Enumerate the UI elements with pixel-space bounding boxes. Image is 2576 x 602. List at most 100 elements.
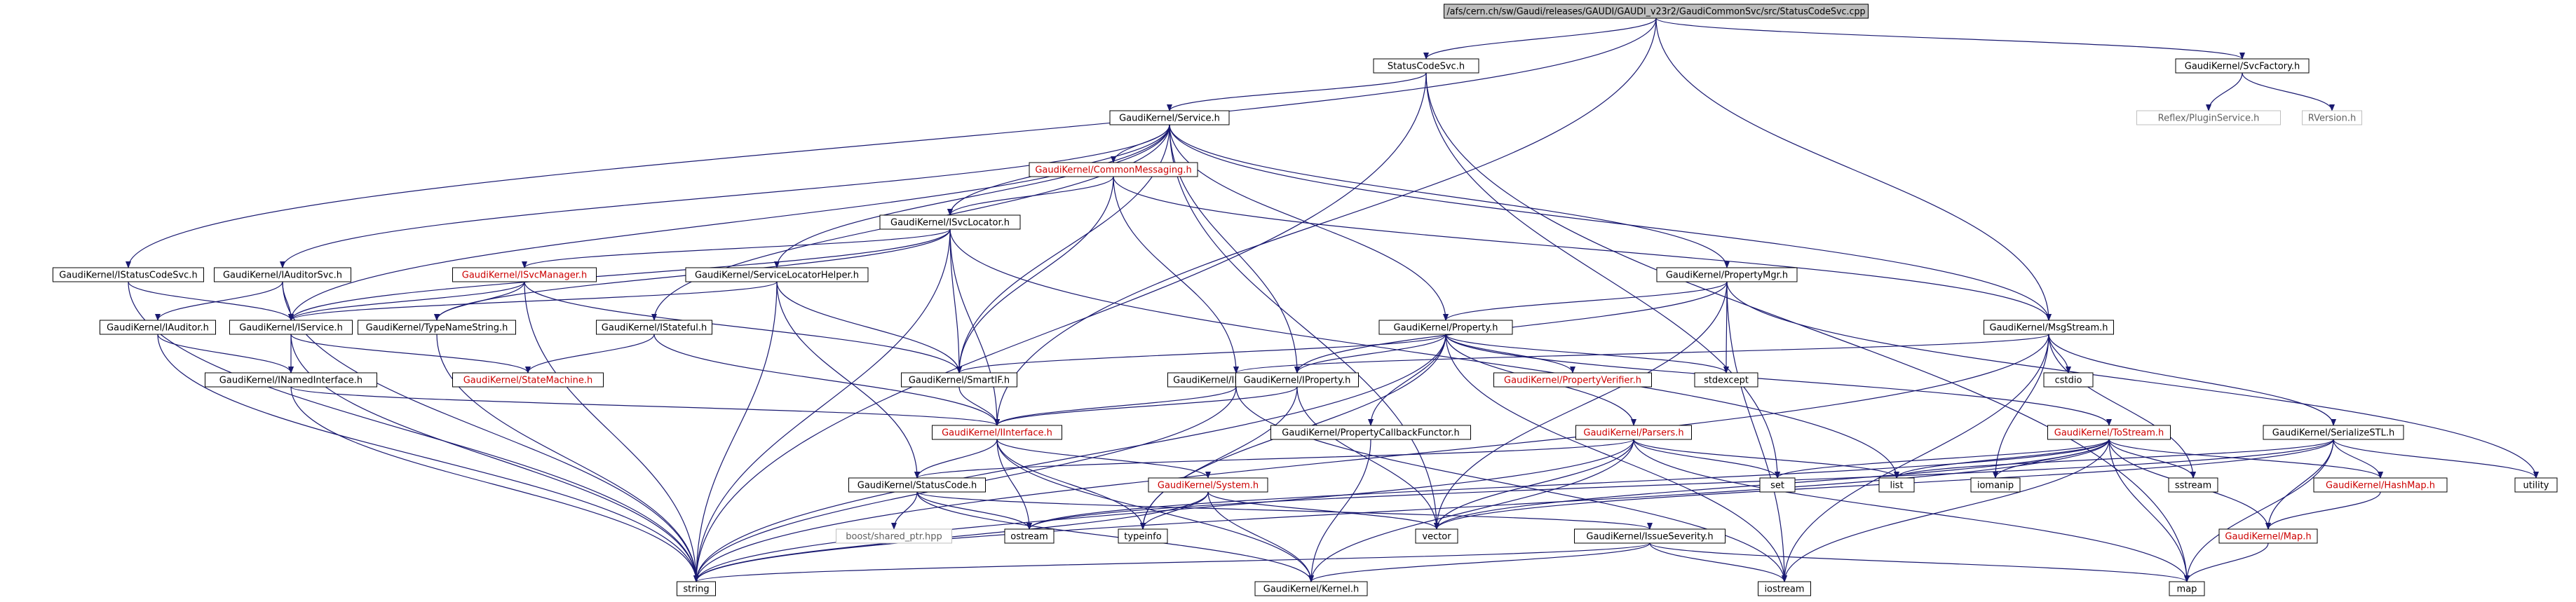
node-isvclocator[interactable]: GaudiKernel/ISvcLocator.h: [879, 214, 1021, 230]
node-label: GaudiKernel/MsgStream.h: [1989, 323, 2108, 334]
edge-statuscode-to-ostream: [916, 491, 1032, 530]
node-label: set: [1770, 481, 1784, 491]
node-label: GaudiKernel/ISvcLocator.h: [890, 218, 1010, 228]
node-box: [2168, 477, 2218, 493]
edge-service-to-iauditorsvc: [280, 124, 1170, 268]
node-commonmessaging[interactable]: GaudiKernel/CommonMessaging.h: [1029, 162, 1198, 177]
node-string[interactable]: string: [677, 581, 716, 596]
edge-statuscodesvc-to-map: [1425, 72, 2190, 582]
node-inamedinterface[interactable]: GaudiKernel/INamedInterface.h: [205, 372, 377, 388]
edge-statuscode-to-boostshared: [891, 491, 918, 530]
edge-statuscodesvc-to-string: [693, 72, 1427, 582]
node-statuscode[interactable]: GaudiKernel/StatusCode.h: [848, 477, 986, 493]
node-hashmap[interactable]: GaudiKernel/HashMap.h: [2313, 477, 2448, 493]
node-statemachine[interactable]: GaudiKernel/StateMachine.h: [452, 372, 604, 388]
edge-msgstream-to-string: [693, 334, 2049, 582]
node-typenamestring[interactable]: GaudiKernel/TypeNameString.h: [358, 320, 516, 335]
node-issueseverity[interactable]: GaudiKernel/IssueSeverity.h: [1574, 528, 1726, 544]
node-iproperty[interactable]: GaudiKernel/IProperty.h: [1235, 372, 1359, 388]
node-statuscodesvc[interactable]: StatusCodeSvc.h: [1373, 58, 1479, 74]
node-label: GaudiKernel/ISvcManager.h: [462, 271, 587, 281]
edge-serializestl-to-map: [2184, 439, 2334, 582]
node-iostream[interactable]: iostream: [1758, 581, 1811, 596]
node-kernel[interactable]: GaudiKernel/Kernel.h: [1254, 581, 1368, 596]
node-istateful[interactable]: GaudiKernel/IStateful.h: [596, 320, 712, 335]
edge-imessagesvc-to-iostream: [1235, 386, 1787, 582]
node-rversion[interactable]: RVersion.h: [2302, 110, 2362, 125]
edge-iinterface-to-ostream: [996, 439, 1032, 530]
node-property[interactable]: GaudiKernel/Property.h: [1378, 320, 1513, 335]
node-label: GaudiKernel/CommonMessaging.h: [1035, 165, 1191, 176]
edge-typenamestring-to-string: [436, 334, 699, 582]
node-list[interactable]: list: [1878, 477, 1915, 493]
edge-statuscode-to-kernel: [916, 491, 1314, 582]
node-propcallback[interactable]: GaudiKernel/PropertyCallbackFunctor.h: [1270, 425, 1471, 440]
node-set[interactable]: set: [1759, 477, 1796, 493]
edge-service-to-msgstream: [1169, 124, 2052, 321]
node-gkmap[interactable]: GaudiKernel/Map.h: [2218, 528, 2318, 544]
node-box: [2514, 477, 2558, 493]
edge-tostream-to-set: [1775, 439, 2110, 479]
node-iauditorsvc[interactable]: GaudiKernel/IAuditorSvc.h: [214, 267, 351, 282]
node-map[interactable]: map: [2169, 581, 2205, 596]
edge-msgstream-to-serializestl: [2048, 334, 2336, 426]
edge-inamedinterface-to-string: [290, 386, 699, 582]
node-label: GaudiKernel/Parsers.h: [1583, 428, 1683, 439]
edge-issueseverity-to-iostream: [1649, 542, 1787, 582]
node-ostream[interactable]: ostream: [1004, 528, 1055, 544]
edge-property-to-propcallback: [1368, 334, 1446, 426]
node-label: GaudiKernel/ToStream.h: [2054, 428, 2164, 439]
node-stdexcept[interactable]: stdexcept: [1694, 372, 1758, 388]
node-serializestl[interactable]: GaudiKernel/SerializeSTL.h: [2263, 425, 2404, 440]
node-system[interactable]: GaudiKernel/System.h: [1148, 477, 1268, 493]
edge-msgstream-to-iostream: [1782, 334, 2049, 582]
edge-serializestl-to-ostream: [1026, 439, 2334, 530]
node-box: [1575, 425, 1692, 440]
node-svcfactory[interactable]: GaudiKernel/SvcFactory.h: [2175, 58, 2310, 74]
node-parsers[interactable]: GaudiKernel/Parsers.h: [1575, 425, 1692, 440]
node-label: stdexcept: [1704, 376, 1749, 386]
node-propertyverifier[interactable]: GaudiKernel/PropertyVerifier.h: [1493, 372, 1652, 388]
edge-isvcmanager-to-typenamestring: [434, 281, 525, 321]
node-label: GaudiKernel/HashMap.h: [2326, 481, 2435, 491]
node-sstream[interactable]: sstream: [2168, 477, 2218, 493]
node-servicelocatorhelper[interactable]: GaudiKernel/ServiceLocatorHelper.h: [685, 267, 869, 282]
node-label: /afs/cern.ch/sw/Gaudi/releases/GAUDI/GAU…: [1447, 7, 1866, 18]
node-typeinfo[interactable]: typeinfo: [1118, 528, 1168, 544]
node-box: [1148, 477, 1268, 493]
node-utility[interactable]: utility: [2514, 477, 2558, 493]
edge-iinterface-to-statuscode: [914, 439, 998, 479]
edge-servicelocatorhelper-to-statuscode: [776, 281, 920, 479]
node-msgstream[interactable]: GaudiKernel/MsgStream.h: [1984, 320, 2114, 335]
edge-service-to-property: [1169, 124, 1449, 321]
edge-imessagesvc-to-iinterface: [994, 386, 1237, 426]
node-box: [2047, 425, 2171, 440]
node-root[interactable]: /afs/cern.ch/sw/Gaudi/releases/GAUDI/GAU…: [1444, 4, 1869, 19]
node-istatuscodesvc[interactable]: GaudiKernel/IStatusCodeSvc.h: [53, 267, 204, 282]
node-reflex[interactable]: Reflex/PluginService.h: [2136, 110, 2281, 125]
node-label: GaudiKernel/IAuditor.h: [107, 323, 209, 334]
node-isvcmanager[interactable]: GaudiKernel/ISvcManager.h: [452, 267, 597, 282]
node-box: [1254, 581, 1368, 596]
edge-iauditorsvc-to-iauditor: [155, 281, 283, 321]
node-iinterface[interactable]: GaudiKernel/IInterface.h: [932, 425, 1062, 440]
node-tostream[interactable]: GaudiKernel/ToStream.h: [2047, 425, 2171, 440]
node-iomanip[interactable]: iomanip: [1970, 477, 2021, 493]
node-iservice[interactable]: GaudiKernel/IService.h: [229, 320, 353, 335]
node-iauditor[interactable]: GaudiKernel/IAuditor.h: [100, 320, 216, 335]
node-cstdio[interactable]: cstdio: [2043, 372, 2094, 388]
edge-svcfactory-to-reflex: [2206, 72, 2243, 111]
node-vector[interactable]: vector: [1415, 528, 1458, 544]
edge-issueseverity-to-kernel: [1308, 542, 1650, 582]
node-boostshared[interactable]: boost/shared_ptr.hpp: [836, 528, 952, 544]
edge-property-to-propertyverifier: [1445, 334, 1575, 374]
node-propertymgr[interactable]: GaudiKernel/PropertyMgr.h: [1656, 267, 1798, 282]
edge-servicelocatorhelper-to-iservice: [288, 281, 778, 321]
node-smartif[interactable]: GaudiKernel/SmartIF.h: [901, 372, 1017, 388]
edge-isvcmanager-to-iservice: [288, 281, 525, 321]
node-label: utility: [2523, 481, 2549, 491]
node-box: [685, 267, 869, 282]
node-service[interactable]: GaudiKernel/Service.h: [1109, 110, 1230, 125]
node-box: [205, 372, 377, 388]
node-label: iostream: [1764, 584, 1804, 595]
